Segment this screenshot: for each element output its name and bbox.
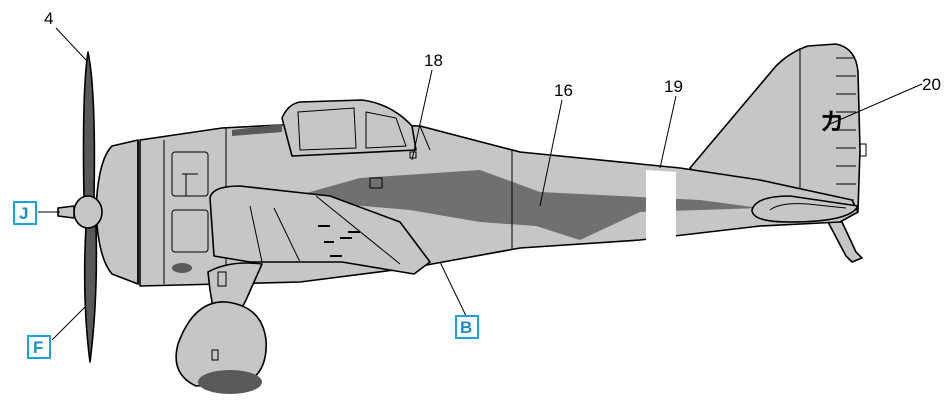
callout-tail-stripe: 19 [664, 77, 683, 96]
callout-canopy-area: 18 [424, 51, 443, 70]
tail-fin [689, 43, 867, 213]
tail-stripe [646, 170, 676, 252]
fuselage-flash-band [296, 170, 760, 240]
label-box-wing: B [455, 315, 479, 339]
label-box-spinner: J [13, 201, 37, 225]
cockpit-canopy [232, 99, 417, 157]
wing [209, 185, 431, 275]
gun-barrel [232, 124, 282, 136]
main-landing-gear [175, 262, 267, 394]
leader-lines [38, 27, 923, 341]
callout-propeller: 4 [44, 9, 53, 28]
propeller [57, 51, 103, 363]
callout-tail-fin: 20 [922, 75, 941, 94]
horizontal-stabilizer [751, 195, 859, 223]
label-box-lower-propeller: F [27, 335, 51, 359]
svg-text:J: J [19, 204, 28, 223]
tail-marking: カ [820, 108, 844, 136]
callout-fuselage-band: 16 [554, 81, 573, 100]
tail-wheel [827, 221, 863, 263]
svg-text:F: F [33, 338, 43, 357]
svg-text:B: B [460, 318, 472, 337]
